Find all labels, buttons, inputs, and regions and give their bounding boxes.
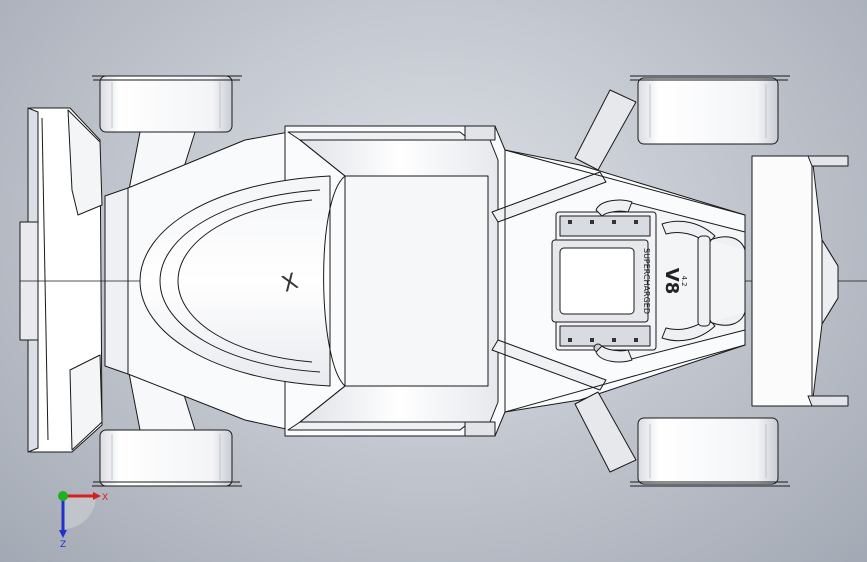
v8-label: V8 xyxy=(661,268,682,294)
y-axis-dot xyxy=(58,491,68,501)
intake-pipes xyxy=(595,199,746,363)
front-right-wheel xyxy=(92,429,242,487)
engine-decals: SUPERCHARGED xyxy=(642,248,651,314)
roll-bars xyxy=(491,171,607,391)
front-wing xyxy=(19,107,103,453)
roof-panel xyxy=(299,139,499,423)
front-left-wheel xyxy=(92,75,242,133)
supercharged-label: SUPERCHARGED xyxy=(642,248,651,314)
displacement-label: 4.2 xyxy=(680,275,688,286)
x-axis-label: X xyxy=(102,493,108,503)
z-axis-label: Z xyxy=(60,540,66,548)
canopy xyxy=(139,175,346,387)
triad-plane xyxy=(63,496,96,529)
engine-block xyxy=(551,211,657,353)
rear-left-wheel xyxy=(630,75,790,145)
rear-wing xyxy=(751,155,849,407)
rear-right-wheel xyxy=(630,417,790,487)
axis-triad: X Z xyxy=(58,491,108,548)
